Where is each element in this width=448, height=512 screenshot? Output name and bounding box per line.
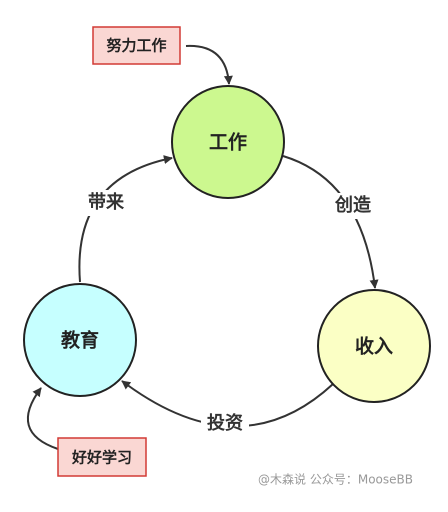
edge-create-arrow [282,155,379,289]
note-study-well: 好好学习 [57,437,147,477]
note-work-hard-box [92,26,181,65]
edge-create-label: 创造 [334,194,371,216]
note-work-hard-label: 努力工作 [106,37,166,55]
node-work-circle [171,85,285,199]
note-work-hard-arrow [185,44,233,85]
note-study-well-box [57,437,147,477]
note-study-well-label: 好好学习 [71,449,132,467]
node-income-circle [317,289,431,403]
node-education: 教育 [23,283,137,397]
edge-create: 创造 [330,193,376,219]
watermark-text: @木森说 公众号：MooseBB [258,472,413,487]
node-work-label: 工作 [209,131,247,154]
edge-invest-label: 投资 [207,412,243,434]
edge-bring-label-bg [82,190,130,216]
edge-invest: 投资 [201,411,249,437]
node-income-label: 收入 [355,335,393,358]
edge-create-label-bg [330,193,376,219]
note-study-well-arrow [26,387,59,450]
note-work-hard: 努力工作 [92,26,181,65]
edge-invest-label-bg [201,411,249,437]
edge-bring-label: 带来 [88,192,125,213]
node-education-circle [23,283,137,397]
node-education-label: 教育 [61,329,99,352]
edge-bring-arrow [78,155,173,283]
node-work: 工作 [171,85,285,199]
edge-bring: 带来 [82,190,130,216]
node-income: 收入 [317,289,431,403]
